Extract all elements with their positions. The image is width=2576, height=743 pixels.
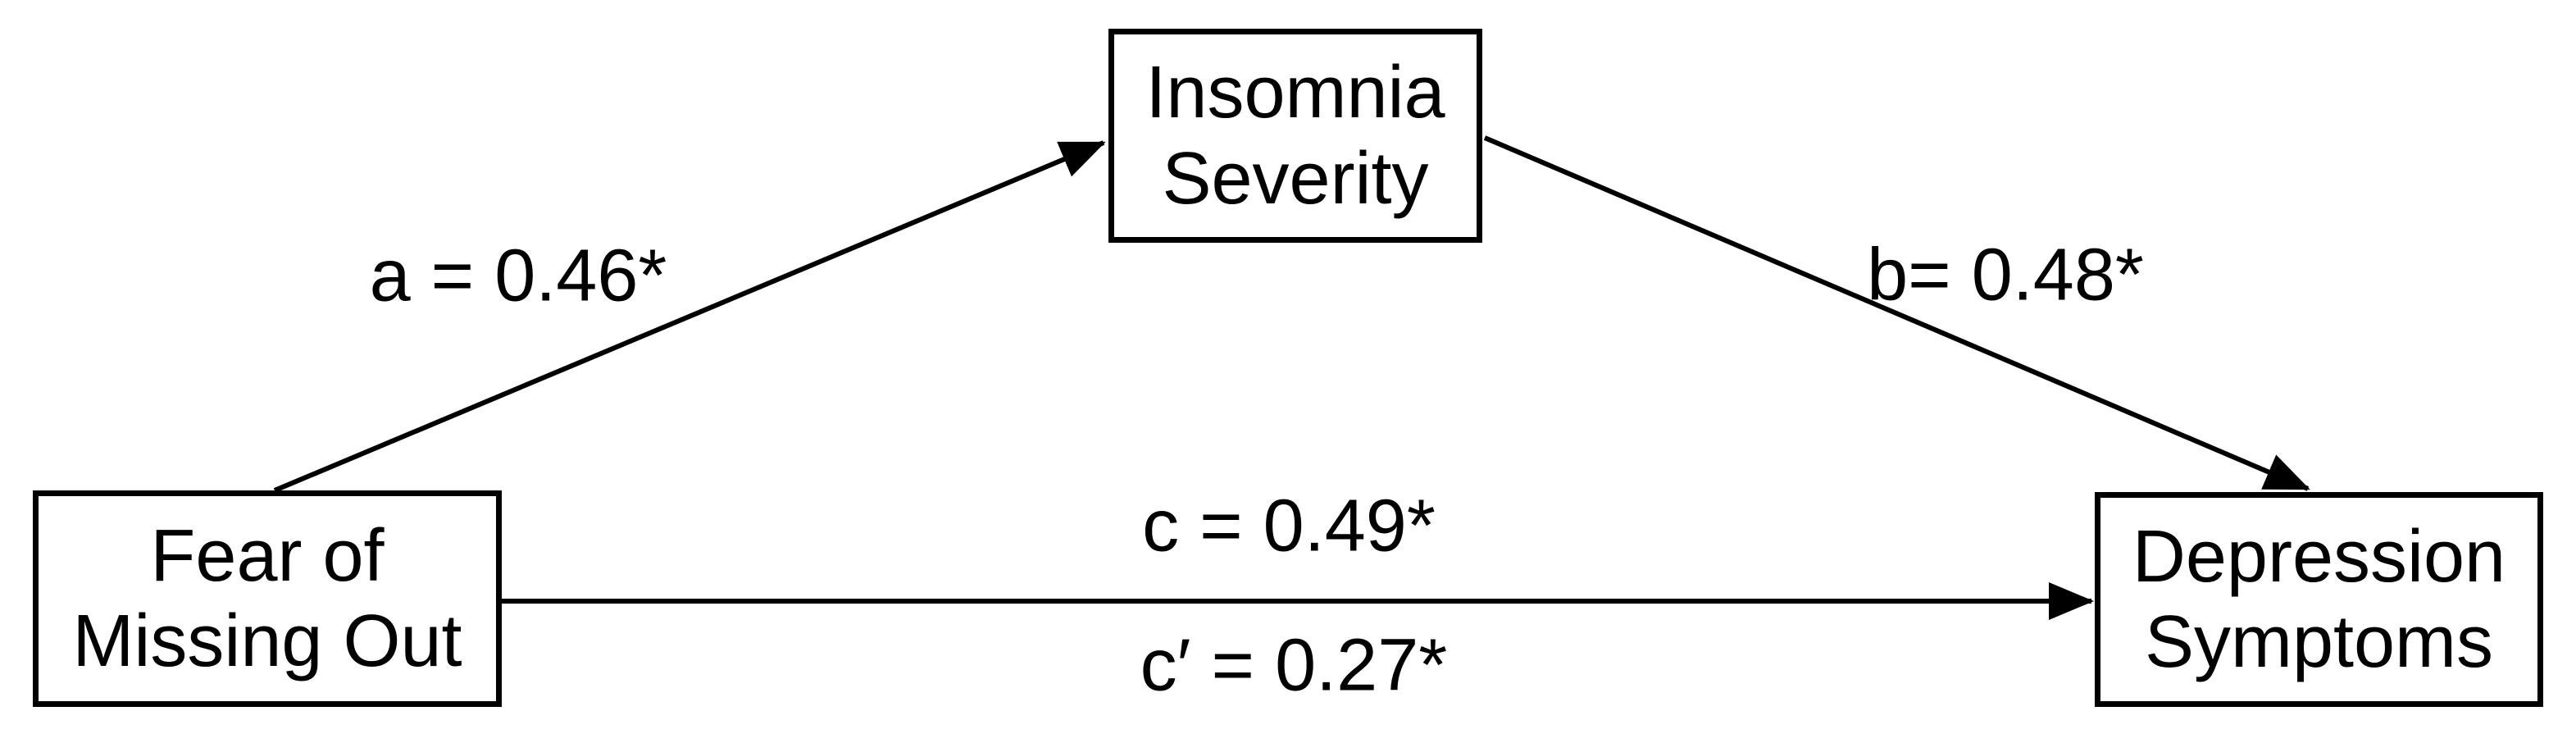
node-insomnia-severity: Insomnia Severity xyxy=(1108,29,1482,243)
path-label-c-total-effect: c = 0.49* xyxy=(1142,485,1436,568)
path-label-a: a = 0.46* xyxy=(369,235,667,317)
path-label-b: b= 0.48* xyxy=(1867,234,2144,317)
node-fear-of-missing-out: Fear of Missing Out xyxy=(33,490,502,707)
path-a-arrow xyxy=(273,140,1106,493)
path-b-arrow xyxy=(1483,135,2310,491)
path-label-c-prime-direct-effect: c′ = 0.27* xyxy=(1140,624,1448,707)
node-depression-symptoms: Depression Symptoms xyxy=(2095,492,2543,707)
